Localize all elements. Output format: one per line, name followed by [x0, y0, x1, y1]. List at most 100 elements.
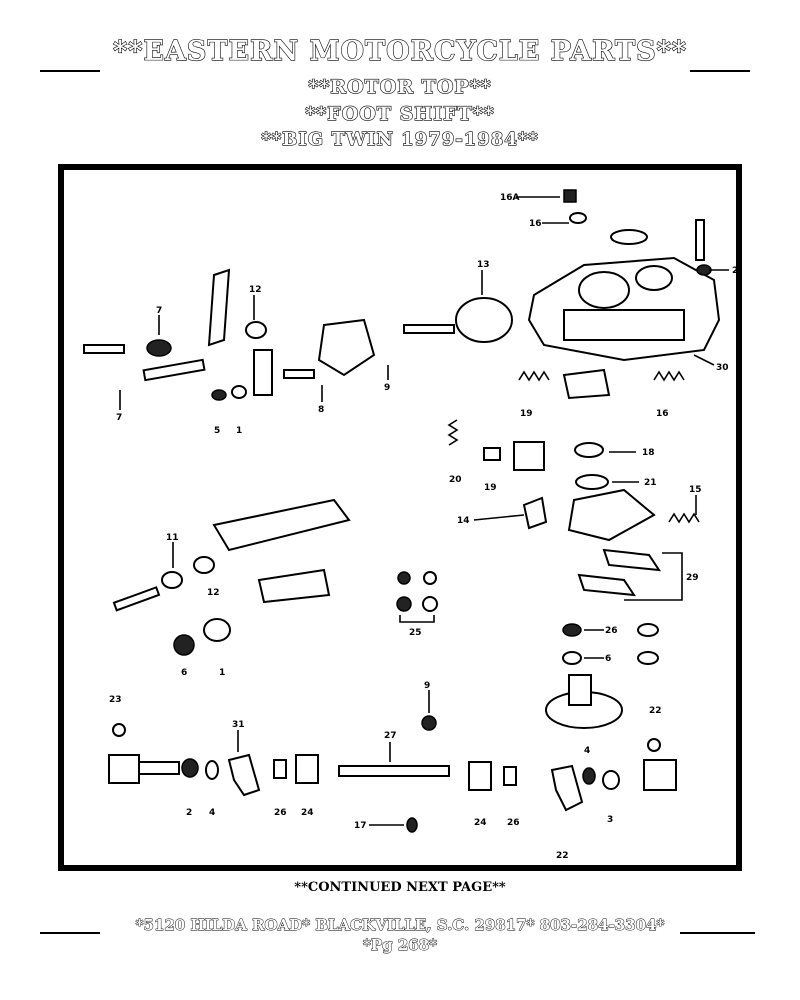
shift-arm: [212, 498, 351, 552]
nut-23: [112, 723, 126, 737]
callout-22-lower: 22: [556, 851, 569, 861]
bolt-upright: [695, 219, 705, 261]
callout-9-lower: 9: [424, 681, 430, 691]
callout-5: 5: [214, 426, 220, 436]
pawls-29: [577, 548, 662, 597]
drum-assembly: [545, 674, 623, 729]
subtitle-foot-shift: **FOOT SHIFT**: [305, 102, 495, 125]
exploded-parts-diagram: 16A 16 2 13 30 7 12 9 5 1 7 8 18 16 19 2…: [83, 189, 736, 861]
nuts-25: [396, 571, 438, 612]
washer-16: [569, 212, 587, 224]
callout-12-lower: 12: [207, 588, 220, 598]
pin-26-right: [503, 766, 517, 786]
bushing-12: [245, 321, 267, 339]
subtitle-rotor-top: **ROTOR TOP**: [308, 75, 492, 98]
washer-1-lower: [203, 618, 231, 642]
callout-12-upper: 12: [249, 285, 262, 295]
callout-17: 17: [354, 821, 367, 831]
title-rule-right: [690, 70, 750, 72]
callout-4-right: 4: [584, 746, 590, 756]
callout-6-right: 6: [605, 654, 611, 664]
pawl-carrier: [562, 368, 611, 400]
callout-4-left: 4: [209, 808, 215, 818]
continued-note: **CONTINUED NEXT PAGE**: [294, 880, 506, 895]
footer-address: *5120 HILDA ROAD* BLACKVILLE, S.C. 29817…: [135, 916, 665, 935]
pawl-14: [522, 496, 548, 530]
callout-2-top: 2: [732, 266, 736, 276]
washer-top: [610, 229, 648, 245]
bolt-lower: [112, 586, 161, 612]
callout-31: 31: [232, 720, 245, 730]
callout-8: 8: [318, 405, 324, 415]
shift-fork-31: [227, 753, 261, 797]
nut-16a: [563, 189, 577, 203]
plate-lower: [257, 568, 331, 604]
callout-23: 23: [109, 695, 122, 705]
leader-lines: [119, 196, 729, 826]
callout-16-right: 16: [656, 409, 669, 419]
callout-7-lower: 7: [116, 413, 122, 423]
callout-18: 18: [642, 448, 655, 458]
callout-22-upper: 22: [649, 706, 662, 716]
callout-7-upper: 7: [156, 306, 162, 316]
fork-shaft-27: [338, 765, 450, 777]
catalog-title: **EASTERN MOTORCYCLE PARTS**: [113, 35, 687, 67]
callout-13: 13: [477, 260, 490, 270]
nut-6: [173, 634, 195, 656]
bushing-12-lower: [193, 556, 215, 574]
title-rule-left: [40, 70, 100, 72]
callout-26-right: 26: [507, 818, 520, 828]
callout-3-right: 3: [607, 815, 613, 825]
callout-16-top: 16: [529, 219, 542, 229]
washer-1: [231, 385, 247, 399]
callout-24-left: 24: [301, 808, 314, 818]
block-19: [513, 441, 545, 471]
callout-16a: 16A: [500, 193, 520, 203]
shaft-left: [138, 761, 180, 775]
callout-14: 14: [457, 516, 470, 526]
callout-27: 27: [384, 731, 397, 741]
ring-17: [406, 817, 418, 833]
washers-3-4-left: [181, 758, 219, 780]
callout-29: 29: [686, 573, 699, 583]
shift-lever: [83, 268, 231, 382]
callout-15: 15: [689, 485, 702, 495]
callout-19-upper: 19: [520, 409, 533, 419]
washers-4-3-right: [582, 767, 620, 790]
callout-26-mid: 26: [605, 626, 618, 636]
subtitle-model-years: **BIG TWIN 1979-1984**: [261, 128, 539, 150]
washer-18: [574, 442, 604, 458]
bolt-shaft-9: [403, 324, 455, 334]
washer-5: [211, 389, 227, 401]
rotor-top-housing: [527, 256, 721, 362]
callout-9-upper: 9: [384, 383, 390, 393]
callout-20: 20: [449, 475, 462, 485]
callout-26-left: 26: [274, 808, 287, 818]
nut-22-right: [647, 738, 661, 752]
link-plate: [253, 349, 273, 396]
washer-2: [696, 264, 712, 276]
shift-plate: [567, 488, 656, 542]
bolt-link: [283, 369, 315, 379]
washer-21: [575, 474, 609, 490]
callout-1-lower: 1: [219, 668, 225, 678]
roller-24-right: [468, 761, 492, 791]
shift-fork-22: [550, 764, 584, 812]
spring-15: [668, 512, 700, 524]
footer-rule-left: [40, 932, 100, 934]
pin-26-left: [273, 759, 287, 779]
callout-19-lower: 19: [484, 483, 497, 493]
pin-19: [483, 447, 501, 461]
washers-26-6: [562, 623, 659, 665]
callout-1-upper: 1: [236, 426, 242, 436]
bracket-housing: [317, 318, 376, 377]
callout-3-left: 2: [186, 808, 192, 818]
footer-rule-right: [680, 932, 755, 934]
callout-labels: 16A 16 2 13 30 7 12 9 5 1 7 8 18 16 19 2…: [109, 193, 736, 861]
callout-24-right: 24: [474, 818, 487, 828]
spring-20: [447, 419, 459, 446]
cam-block-right: [643, 759, 677, 791]
spring-16-right: [653, 370, 685, 382]
spring-16-left: [518, 370, 550, 382]
page-number: *Pg 268*: [363, 936, 438, 955]
